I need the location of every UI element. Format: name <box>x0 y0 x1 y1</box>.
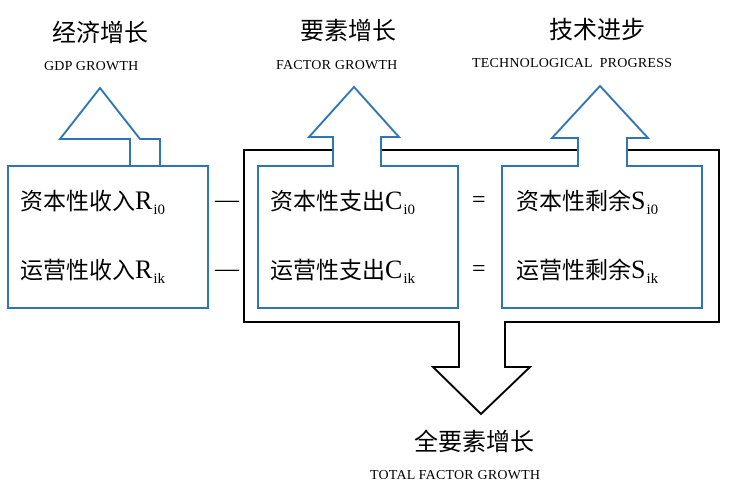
operating-expenditure-symbol: C <box>385 255 403 284</box>
capital-revenue-symbol: R <box>135 186 153 215</box>
factor-growth-title-zh: 要素增长 <box>300 17 396 45</box>
operating-expenditure-subscript: ik <box>403 271 416 287</box>
tech-progress-title-zh: 技术进步 <box>549 16 645 44</box>
up-arrow-factor <box>306 85 402 167</box>
operating-revenue-symbol: R <box>135 255 153 284</box>
operating-surplus: 运营性剩余Sik <box>516 257 658 287</box>
capital-revenue: 资本性收入Ri0 <box>20 188 165 218</box>
capital-expenditure-symbol: C <box>385 186 403 215</box>
operating-revenue-label: 运营性收入 <box>20 258 135 284</box>
capital-surplus-symbol: S <box>631 186 646 215</box>
factor-growth-title-en: FACTOR GROWTH <box>276 58 398 73</box>
equals-operator-bottom: = <box>472 256 486 282</box>
capital-revenue-label: 资本性收入 <box>20 189 135 215</box>
capital-revenue-subscript: i0 <box>153 202 166 218</box>
operating-surplus-symbol: S <box>631 255 646 284</box>
gdp-growth-title-en: GDP GROWTH <box>44 59 139 74</box>
total-factor-growth-title-en: TOTAL FACTOR GROWTH <box>370 468 541 483</box>
operating-surplus-label: 运营性剩余 <box>516 258 631 284</box>
minus-operator-bottom: — <box>215 256 239 282</box>
operating-revenue-subscript: ik <box>153 271 166 287</box>
tech-progress-title-en: TECHNOLOGICAL PROGRESS <box>472 56 673 71</box>
gdp-growth-title-zh: 经济增长 <box>52 19 148 47</box>
operating-expenditure: 运营性支出Cik <box>270 257 415 287</box>
equals-operator-top: = <box>472 187 486 213</box>
capital-expenditure: 资本性支出Ci0 <box>270 188 415 218</box>
capital-surplus-subscript: i0 <box>646 202 659 218</box>
capital-expenditure-label: 资本性支出 <box>270 189 385 215</box>
total-factor-growth-title-zh: 全要素增长 <box>414 428 534 456</box>
minus-operator-top: — <box>215 187 239 213</box>
capital-expenditure-subscript: i0 <box>403 202 416 218</box>
down-arrow-total <box>430 321 533 416</box>
operating-surplus-subscript: ik <box>646 271 659 287</box>
operating-revenue: 运营性收入Rik <box>20 257 165 287</box>
capital-surplus: 资本性剩余Si0 <box>516 188 658 218</box>
expenditure-box <box>257 165 459 309</box>
up-arrow-gdp <box>57 86 161 167</box>
up-arrow-tech <box>549 84 651 167</box>
revenue-box <box>7 165 209 309</box>
capital-surplus-label: 资本性剩余 <box>516 189 631 215</box>
operating-expenditure-label: 运营性支出 <box>270 258 385 284</box>
